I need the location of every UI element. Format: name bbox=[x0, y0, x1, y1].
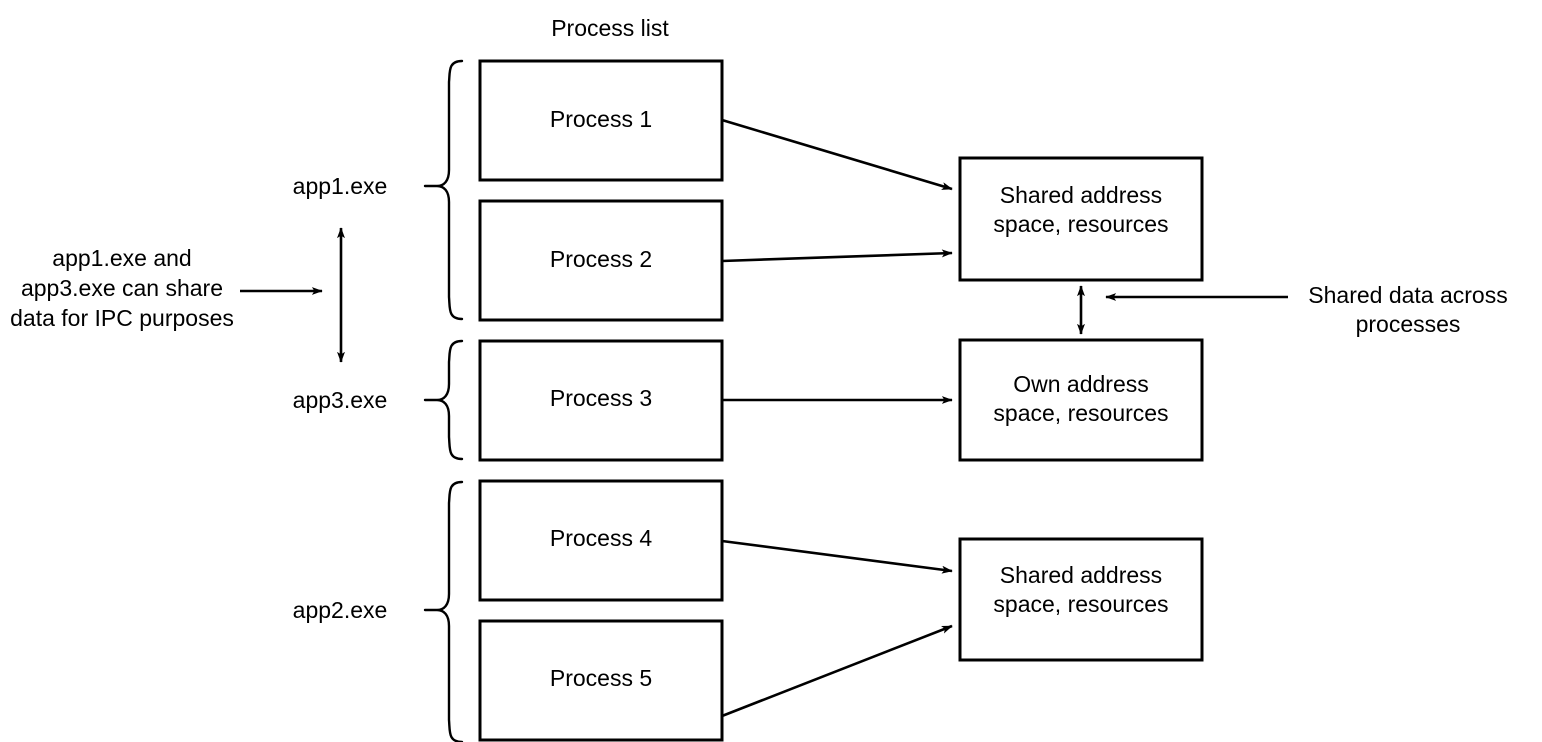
process-box-4-rect bbox=[478, 479, 724, 602]
ipc-note-line-2: app3.exe can share bbox=[21, 275, 223, 301]
process-box-5-rect bbox=[478, 619, 724, 742]
process-box-3[interactable]: Process 3 bbox=[478, 339, 724, 462]
memory-box-shared-bottom-line-1: Shared address bbox=[1000, 562, 1162, 588]
process-box-2[interactable]: Process 2 bbox=[478, 199, 724, 322]
process-box-5-label: Process 5 bbox=[550, 665, 652, 691]
process-box-3-rect bbox=[478, 339, 724, 462]
app-group-label-app1: app1.exe bbox=[293, 173, 388, 199]
app-group-label-app3: app3.exe bbox=[293, 387, 388, 413]
process-box-2-rect bbox=[478, 199, 724, 322]
connector-process2-to-shared-top bbox=[721, 249, 953, 263]
ipc-note-line-3: data for IPC purposes bbox=[10, 305, 234, 331]
connector-process4-to-shared-bottom bbox=[721, 539, 953, 574]
memory-box-shared-bottom-line-2: space, resources bbox=[993, 591, 1168, 617]
page-title: Process list bbox=[551, 15, 669, 41]
brace-app2 bbox=[423, 480, 464, 742]
ipc-note-line-1: app1.exe and bbox=[52, 245, 191, 271]
connector-process5-to-shared-bottom bbox=[721, 624, 953, 718]
memory-box-shared-top-line-2: space, resources bbox=[993, 211, 1168, 237]
memory-box-shared-top-rect bbox=[958, 156, 1204, 282]
process-box-3-label: Process 3 bbox=[550, 385, 652, 411]
process-box-5[interactable]: Process 5 bbox=[478, 619, 724, 742]
process-box-2-label: Process 2 bbox=[550, 246, 652, 272]
shared-data-note-line-1: Shared data across bbox=[1308, 282, 1507, 308]
memory-box-own-line-2: space, resources bbox=[993, 400, 1168, 426]
process-box-4-label: Process 4 bbox=[550, 525, 652, 551]
memory-box-shared-bottom[interactable]: Shared address space, resources bbox=[958, 537, 1204, 662]
memory-box-shared-bottom-rect bbox=[958, 537, 1204, 662]
app-group-label-app2: app2.exe bbox=[293, 597, 388, 623]
memory-box-own-rect bbox=[958, 338, 1204, 462]
process-box-1[interactable]: Process 1 bbox=[478, 59, 724, 182]
process-box-4[interactable]: Process 4 bbox=[478, 479, 724, 602]
process-box-1-label: Process 1 bbox=[550, 106, 652, 132]
memory-box-own[interactable]: Own address space, resources bbox=[958, 338, 1204, 462]
process-box-1-rect bbox=[478, 59, 724, 182]
connector-process1-to-shared-top bbox=[721, 118, 953, 191]
brace-app3 bbox=[423, 339, 464, 461]
shared-data-note-line-2: processes bbox=[1356, 311, 1461, 337]
brace-app1 bbox=[423, 59, 464, 321]
memory-box-own-line-1: Own address bbox=[1013, 371, 1149, 397]
memory-box-shared-top[interactable]: Shared address space, resources bbox=[958, 156, 1204, 282]
memory-box-shared-top-line-1: Shared address bbox=[1000, 182, 1162, 208]
